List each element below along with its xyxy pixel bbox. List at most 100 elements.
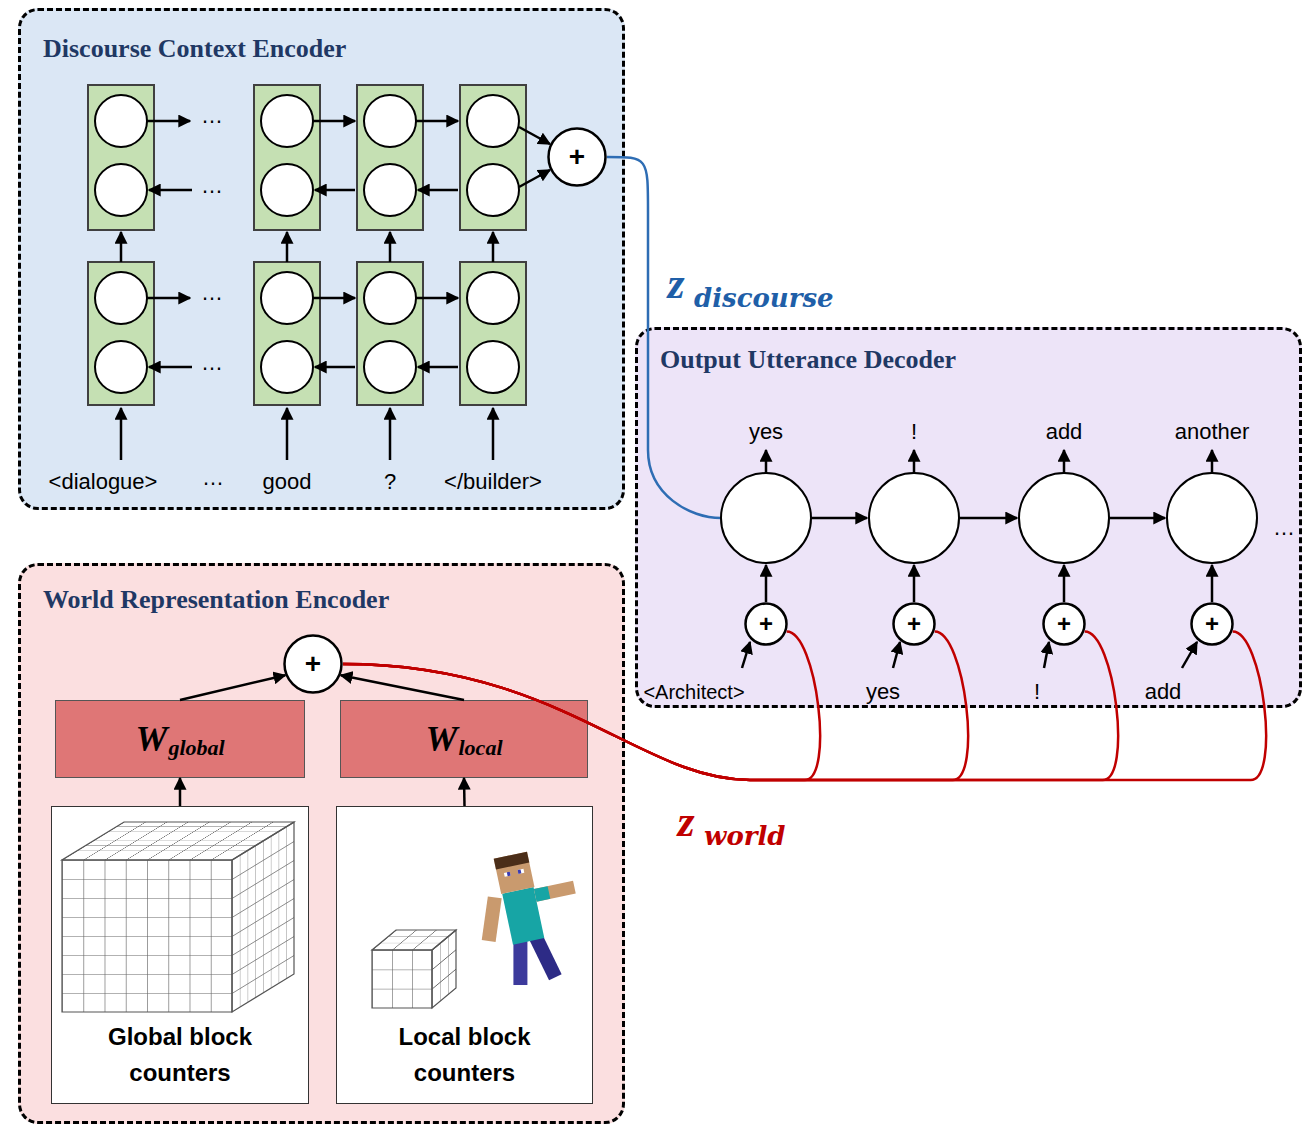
counter-label: Local block counters	[345, 1019, 584, 1091]
layer-arrow	[120, 232, 123, 262]
output-token: add	[1046, 420, 1083, 444]
input-arrow	[765, 565, 768, 602]
panel-title: Discourse Context Encoder	[43, 33, 346, 64]
lstm-cell	[254, 85, 320, 230]
hidden-unit	[95, 95, 147, 147]
cube-face	[372, 950, 432, 1008]
sum-circle-outline	[746, 604, 787, 645]
input-arrow	[1211, 565, 1214, 602]
recurrent-arrow	[313, 297, 355, 300]
decoder-unit	[721, 473, 811, 563]
sum-circle-outline	[549, 129, 606, 186]
sum-circle-outline	[1192, 604, 1233, 645]
input-arrow	[1063, 565, 1066, 602]
panel-title: World Representation Encoder	[43, 584, 389, 615]
hidden-unit	[95, 272, 147, 324]
weight-subscript: global	[168, 737, 224, 759]
hidden-unit	[261, 341, 313, 393]
ellipsis: …	[201, 351, 223, 375]
hidden-unit	[261, 272, 313, 324]
decoder-unit	[1019, 473, 1109, 563]
output-arrow	[1063, 450, 1066, 473]
recurrent-arrow	[418, 189, 458, 192]
input-token: yes	[866, 680, 900, 704]
output-token: !	[911, 420, 917, 444]
global-cube	[62, 822, 294, 1012]
sum-node: +	[1042, 602, 1086, 646]
lstm-cell	[88, 262, 154, 405]
input-token: </builder>	[444, 470, 542, 494]
recurrent-arrow	[149, 366, 192, 369]
hidden-unit	[364, 272, 416, 324]
input-token: good	[263, 470, 312, 494]
vector-symbol: z	[677, 798, 694, 846]
hidden-unit	[467, 341, 519, 393]
lstm-cell	[460, 85, 526, 230]
ellipsis: …	[1273, 516, 1295, 540]
output-token: yes	[749, 420, 783, 444]
recurrent-arrow	[959, 517, 1017, 520]
encoder-panel: Discourse Context Encoder +	[18, 8, 625, 510]
hidden-unit	[364, 164, 416, 216]
recurrent-arrow	[416, 297, 458, 300]
hidden-unit	[261, 164, 313, 216]
lstm-cell	[357, 85, 423, 230]
input-arrow	[120, 408, 123, 460]
input-token: <dialogue>	[49, 470, 158, 494]
output-arrow	[1211, 450, 1214, 473]
weight-subscript: local	[459, 737, 503, 759]
flow-arrow	[179, 778, 182, 806]
sum-symbol: +	[305, 650, 321, 678]
recurrent-arrow	[1109, 517, 1165, 520]
ellipsis: …	[201, 281, 223, 305]
ellipsis: …	[201, 104, 223, 128]
sum-node: +	[1190, 602, 1234, 646]
recurrent-arrow	[147, 120, 190, 123]
sum-node: +	[744, 602, 788, 646]
weight-box: Wlocal	[340, 700, 588, 778]
weight-box: Wglobal	[55, 700, 305, 778]
local-cube	[372, 930, 456, 1008]
hidden-unit	[467, 164, 519, 216]
recurrent-arrow	[315, 189, 355, 192]
ellipsis: …	[202, 466, 224, 490]
ellipsis: …	[201, 174, 223, 198]
recurrent-arrow	[416, 120, 458, 123]
sum-circle-outline	[894, 604, 935, 645]
sum-symbol: +	[907, 612, 921, 636]
figure-eye	[504, 872, 511, 877]
sum-symbol: +	[759, 612, 773, 636]
lstm-cell	[460, 262, 526, 405]
hidden-unit	[467, 95, 519, 147]
input-token: <Architect>	[643, 681, 744, 703]
layer-arrow	[492, 232, 495, 262]
cube-face	[62, 860, 232, 1012]
figure-eye	[518, 869, 525, 874]
decoder-unit	[869, 473, 959, 563]
recurrent-arrow	[418, 366, 458, 369]
recurrent-arrow	[149, 189, 192, 192]
hidden-unit	[95, 341, 147, 393]
recurrent-arrow	[313, 120, 355, 123]
input-arrow	[492, 408, 495, 460]
flow-arrow	[463, 778, 466, 806]
panel-title: Output Utterance Decoder	[660, 344, 956, 375]
lstm-cell	[88, 85, 154, 230]
input-token: ?	[384, 470, 396, 494]
hidden-unit	[364, 341, 416, 393]
sum-circle-outline	[285, 636, 342, 693]
output-token: another	[1175, 420, 1250, 444]
sum-symbol: +	[569, 143, 585, 171]
weight-symbol: W	[135, 721, 167, 757]
sum-node: +	[892, 602, 936, 646]
figure-pupil	[507, 872, 511, 877]
vector-subscript: discourse	[694, 284, 834, 313]
hidden-unit	[261, 95, 313, 147]
figure-leg	[513, 941, 527, 985]
sum-symbol: +	[1057, 612, 1071, 636]
vector-symbol: z	[667, 260, 684, 308]
output-arrow	[913, 450, 916, 473]
decoder-unit	[1167, 473, 1257, 563]
